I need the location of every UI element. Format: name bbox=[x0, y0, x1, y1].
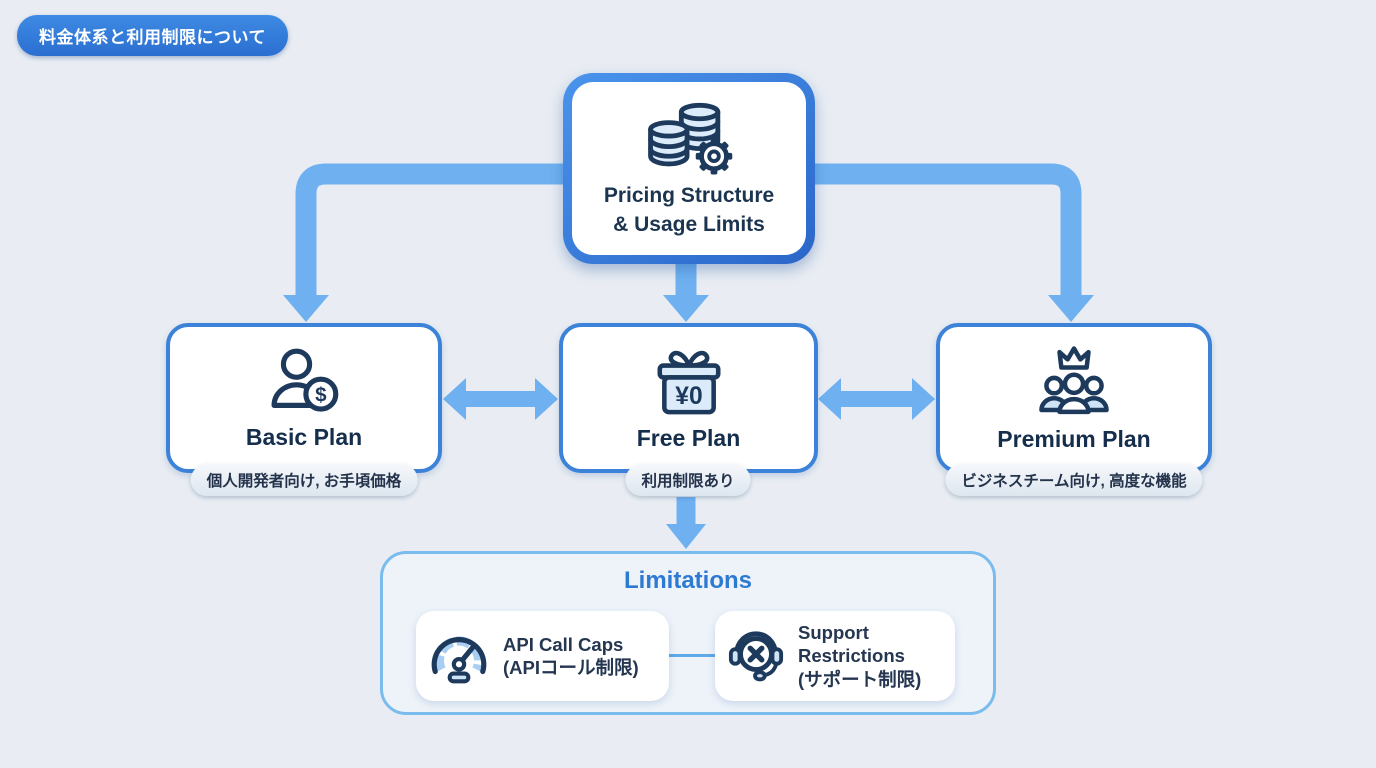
node-pricing-structure-body: Pricing Structure & Usage Limits bbox=[572, 82, 806, 255]
arrow-root-to-premium bbox=[815, 163, 1094, 322]
card-support-restrictions: Support Restrictions (サポート制限) bbox=[715, 611, 955, 701]
plan-badge-basic: 個人開発者向け, お手頃価格 bbox=[190, 464, 418, 496]
limitations-title: Limitations bbox=[623, 567, 752, 594]
user-dollar-icon: $ bbox=[271, 348, 339, 412]
arrow-basic-free-bidirectional bbox=[443, 378, 558, 420]
card-api-line2: (APIコール制限) bbox=[503, 657, 639, 678]
plan-badge-free: 利用制限あり bbox=[625, 464, 751, 496]
card-support-line1: Support bbox=[798, 622, 869, 644]
gift-icon: ¥0 bbox=[657, 350, 720, 415]
node-pricing-structure: Pricing Structure & Usage Limits bbox=[563, 73, 815, 264]
card-api-text: API Call Caps (APIコール制限) bbox=[503, 633, 639, 679]
plan-label: Basic Plan bbox=[245, 424, 363, 450]
card-support-text: Support Restrictions (サポート制限) bbox=[798, 621, 921, 690]
title-badge: 料金体系と利用制限について bbox=[17, 15, 288, 56]
node-basic-plan: $ Basic Plan bbox=[166, 323, 442, 473]
coins-gear-icon bbox=[648, 103, 733, 175]
gauge-icon bbox=[431, 636, 487, 684]
arrow-free-to-limitations bbox=[666, 497, 706, 549]
limitations-panel: Limitations API Call Caps (APIコール制限) bbox=[380, 551, 996, 715]
headset-x-icon bbox=[728, 631, 784, 682]
node-free-plan: ¥0 Free Plan bbox=[559, 323, 818, 473]
card-support-line2: Restrictions bbox=[798, 645, 905, 667]
plan-label: Premium Plan bbox=[997, 426, 1151, 452]
arrow-root-to-free bbox=[663, 262, 709, 322]
crown-team-icon bbox=[1039, 346, 1109, 415]
root-title-line1: Pricing Structure bbox=[603, 184, 775, 208]
card-connector-line bbox=[669, 654, 715, 657]
gift-price-label: ¥0 bbox=[675, 383, 702, 410]
node-premium-plan: Premium Plan bbox=[936, 323, 1212, 473]
arrow-root-to-basic bbox=[283, 163, 563, 322]
plan-badge-premium: ビジネスチーム向け, 高度な機能 bbox=[945, 464, 1203, 496]
dollar-sign: $ bbox=[315, 384, 327, 407]
card-support-line3: (サポート制限) bbox=[798, 668, 922, 690]
card-api-line1: API Call Caps bbox=[503, 633, 624, 655]
plan-label: Free Plan bbox=[636, 425, 741, 451]
card-api-call-caps: API Call Caps (APIコール制限) bbox=[416, 611, 669, 701]
root-title-line2: & Usage Limits bbox=[613, 212, 765, 236]
arrow-free-premium-bidirectional bbox=[818, 378, 935, 420]
